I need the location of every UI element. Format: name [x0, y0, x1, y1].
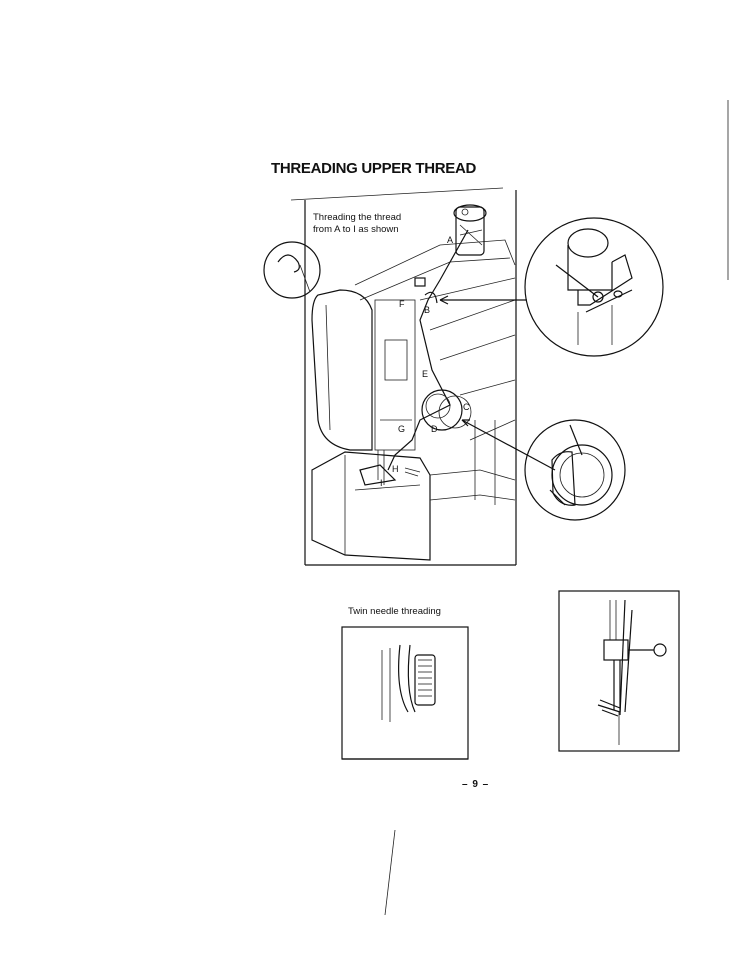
label-i: I	[380, 478, 383, 488]
twin-needle-caption: Twin needle threading	[348, 606, 441, 617]
main-figure-caption: Threading the thread from A to I as show…	[313, 212, 443, 236]
label-h: H	[392, 464, 399, 474]
caption-line-2: from A to I as shown	[313, 224, 399, 235]
page-title: THREADING UPPER THREAD	[271, 160, 477, 177]
label-e: E	[422, 369, 428, 379]
label-b: B	[424, 305, 430, 315]
label-c: C	[463, 402, 470, 412]
label-g: G	[398, 424, 405, 434]
caption-line-1: Threading the thread	[313, 212, 402, 223]
page-number: – 9 –	[462, 779, 490, 790]
label-d: D	[431, 424, 438, 434]
label-a: A	[447, 235, 453, 245]
label-f: F	[399, 299, 405, 309]
